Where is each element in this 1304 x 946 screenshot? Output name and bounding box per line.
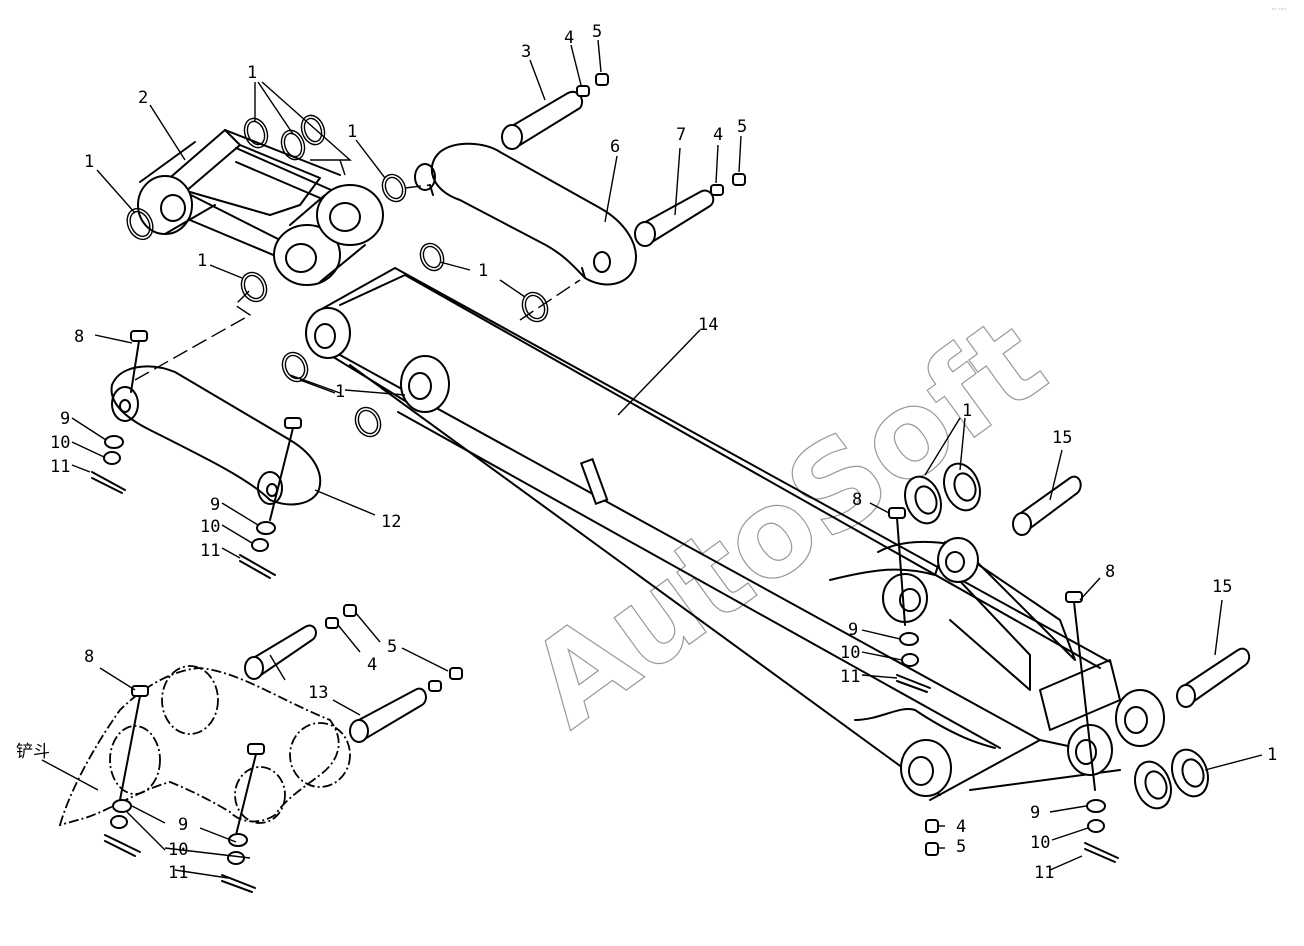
- callout-15: 15: [1052, 428, 1072, 448]
- callout-1: 1: [84, 152, 94, 172]
- callout-1: 1: [197, 251, 207, 271]
- callout-5: 5: [592, 22, 602, 42]
- callout-9: 9: [60, 409, 70, 429]
- callout-1: 1: [478, 261, 488, 281]
- callout-1: 1: [347, 122, 357, 142]
- part-14-arm: [305, 267, 1165, 801]
- callout-4: 4: [713, 125, 723, 145]
- callout-11: 11: [168, 863, 188, 883]
- callout-5: 5: [956, 837, 966, 857]
- callout-6: 6: [610, 137, 620, 157]
- bucket-label: 铲斗: [16, 742, 50, 762]
- callout-1: 1: [962, 401, 972, 421]
- part-1-o-rings: [126, 114, 1209, 810]
- callout-14: 14: [698, 315, 718, 335]
- callout-4: 4: [956, 817, 966, 837]
- callout-13: 13: [308, 683, 328, 703]
- callout-8: 8: [852, 490, 862, 510]
- callout-9: 9: [1030, 803, 1040, 823]
- callout-3: 3: [521, 42, 531, 62]
- callout-9: 9: [848, 620, 858, 640]
- bucket-outline: [58, 665, 351, 827]
- callout-11: 11: [50, 457, 70, 477]
- callout-1: 1: [247, 63, 257, 83]
- callout-4: 4: [564, 28, 574, 48]
- callout-2: 2: [138, 88, 148, 108]
- part-12-link: [110, 365, 322, 506]
- callout-5: 5: [387, 637, 397, 657]
- leader-lines: [41, 39, 1263, 879]
- corner-mark: ᵃᵘ ˢᵒᶠᵗ: [1272, 7, 1287, 14]
- part-6-link: [414, 142, 637, 286]
- callout-10: 10: [168, 840, 188, 860]
- part-13-pins: [244, 624, 427, 743]
- part-3-pin: [501, 90, 584, 150]
- callout-10: 10: [1030, 833, 1050, 853]
- callout-10: 10: [840, 643, 860, 663]
- callout-7: 7: [676, 125, 686, 145]
- part-15-pins: [1012, 475, 1251, 708]
- callout-labels: 1 2 1 1 1 1 3 4 5 6 7 4 5 8 1 9 10 11 12…: [16, 22, 1277, 883]
- callout-8: 8: [74, 327, 84, 347]
- assembly-lines: [134, 184, 581, 381]
- callout-11: 11: [840, 667, 860, 687]
- part-2-h-link: [137, 129, 384, 286]
- callout-9: 9: [210, 495, 220, 515]
- callout-9: 9: [178, 815, 188, 835]
- parts-4-5-fittings-top: [576, 73, 746, 196]
- callout-8: 8: [84, 647, 94, 667]
- callout-1: 1: [335, 382, 345, 402]
- callout-10: 10: [50, 433, 70, 453]
- callout-11: 11: [1034, 863, 1054, 883]
- callout-15: 15: [1212, 577, 1232, 597]
- callout-12: 12: [381, 512, 401, 532]
- callout-5: 5: [737, 117, 747, 137]
- callout-11: 11: [200, 541, 220, 561]
- callout-4: 4: [367, 655, 377, 675]
- callout-8: 8: [1105, 562, 1115, 582]
- part-7-pin: [634, 189, 715, 247]
- callout-10: 10: [200, 517, 220, 537]
- parts-8-9-10-11-fasteners: [91, 330, 1119, 893]
- callout-1: 1: [1267, 745, 1277, 765]
